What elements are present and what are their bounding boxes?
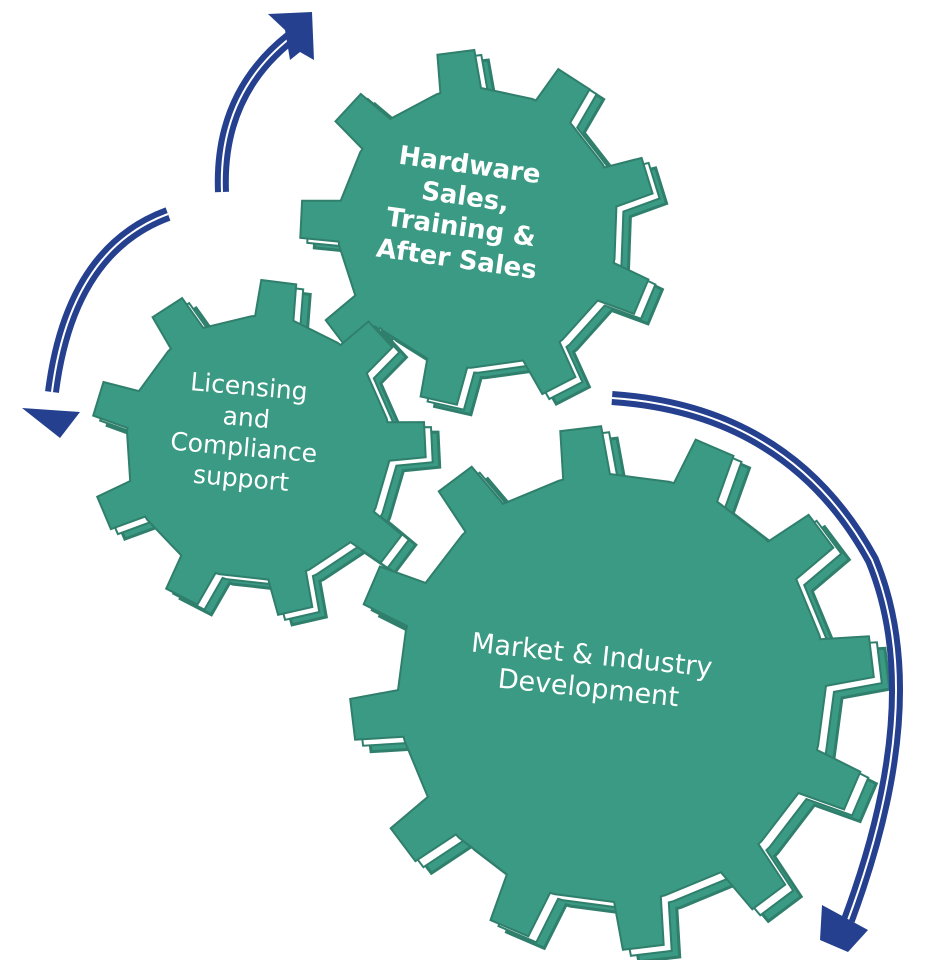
curved-arrow-up-highlight	[220, 37, 291, 193]
curved-arrow-down-left	[22, 207, 171, 438]
curved-arrow-down-left-shaft	[45, 207, 171, 393]
curved-arrow-down-right-head	[820, 905, 868, 952]
gear-market	[349, 425, 892, 960]
curved-arrow-down-left-highlight	[51, 213, 169, 393]
gear-label-hardware: Hardware Sales, Training & After Sales	[360, 137, 566, 289]
gear-market-face	[349, 425, 875, 951]
curved-arrow-down-left-head	[22, 408, 80, 438]
gear-hardware-face	[299, 48, 654, 406]
gear-licensing	[91, 278, 442, 627]
gear-licensing-face	[91, 278, 427, 616]
curved-arrow-down-right	[611, 391, 903, 952]
curved-arrow-down-right-highlight	[611, 397, 897, 921]
curved-arrow-up	[214, 12, 314, 193]
gear-label-licensing: Licensing and Compliance support	[145, 364, 345, 502]
gear-hardware	[299, 48, 669, 417]
curved-arrow-up-head	[268, 12, 314, 60]
